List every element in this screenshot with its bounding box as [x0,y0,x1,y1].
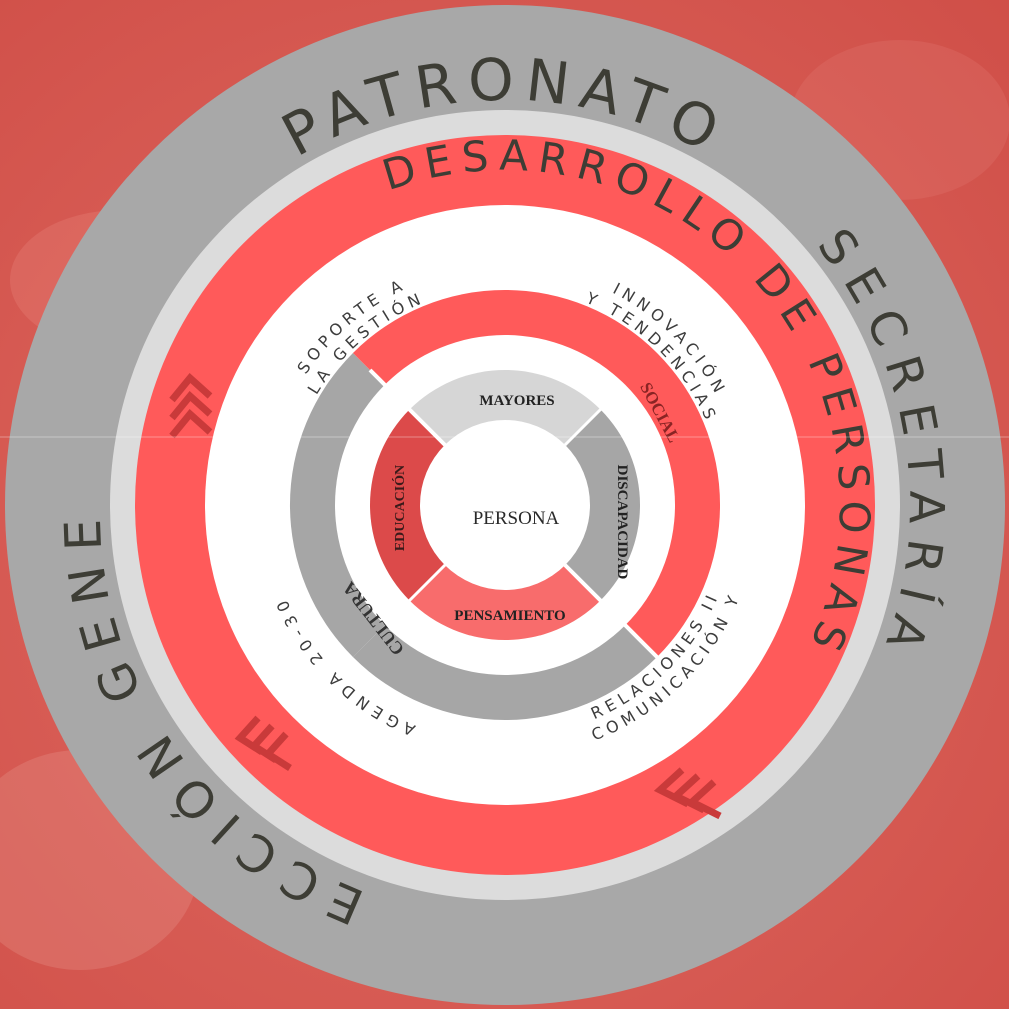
separator-line [403,563,447,607]
chevrons-left-icon [653,767,722,820]
separator-line [403,403,447,447]
educacion-label: EDUCACIÓN [391,465,408,551]
separator-line [563,563,607,607]
chevrons-left-icon [234,715,292,771]
pensamiento-label: PENSAMIENTO [454,608,565,624]
mayores-label: MAYORES [479,393,554,409]
discapacidad-label: DISCAPACIDAD [614,465,630,580]
center-circle [420,420,590,590]
persona-label: PERSONA [473,508,560,529]
chevron-up-icon [169,372,213,439]
separator-line [563,403,607,447]
